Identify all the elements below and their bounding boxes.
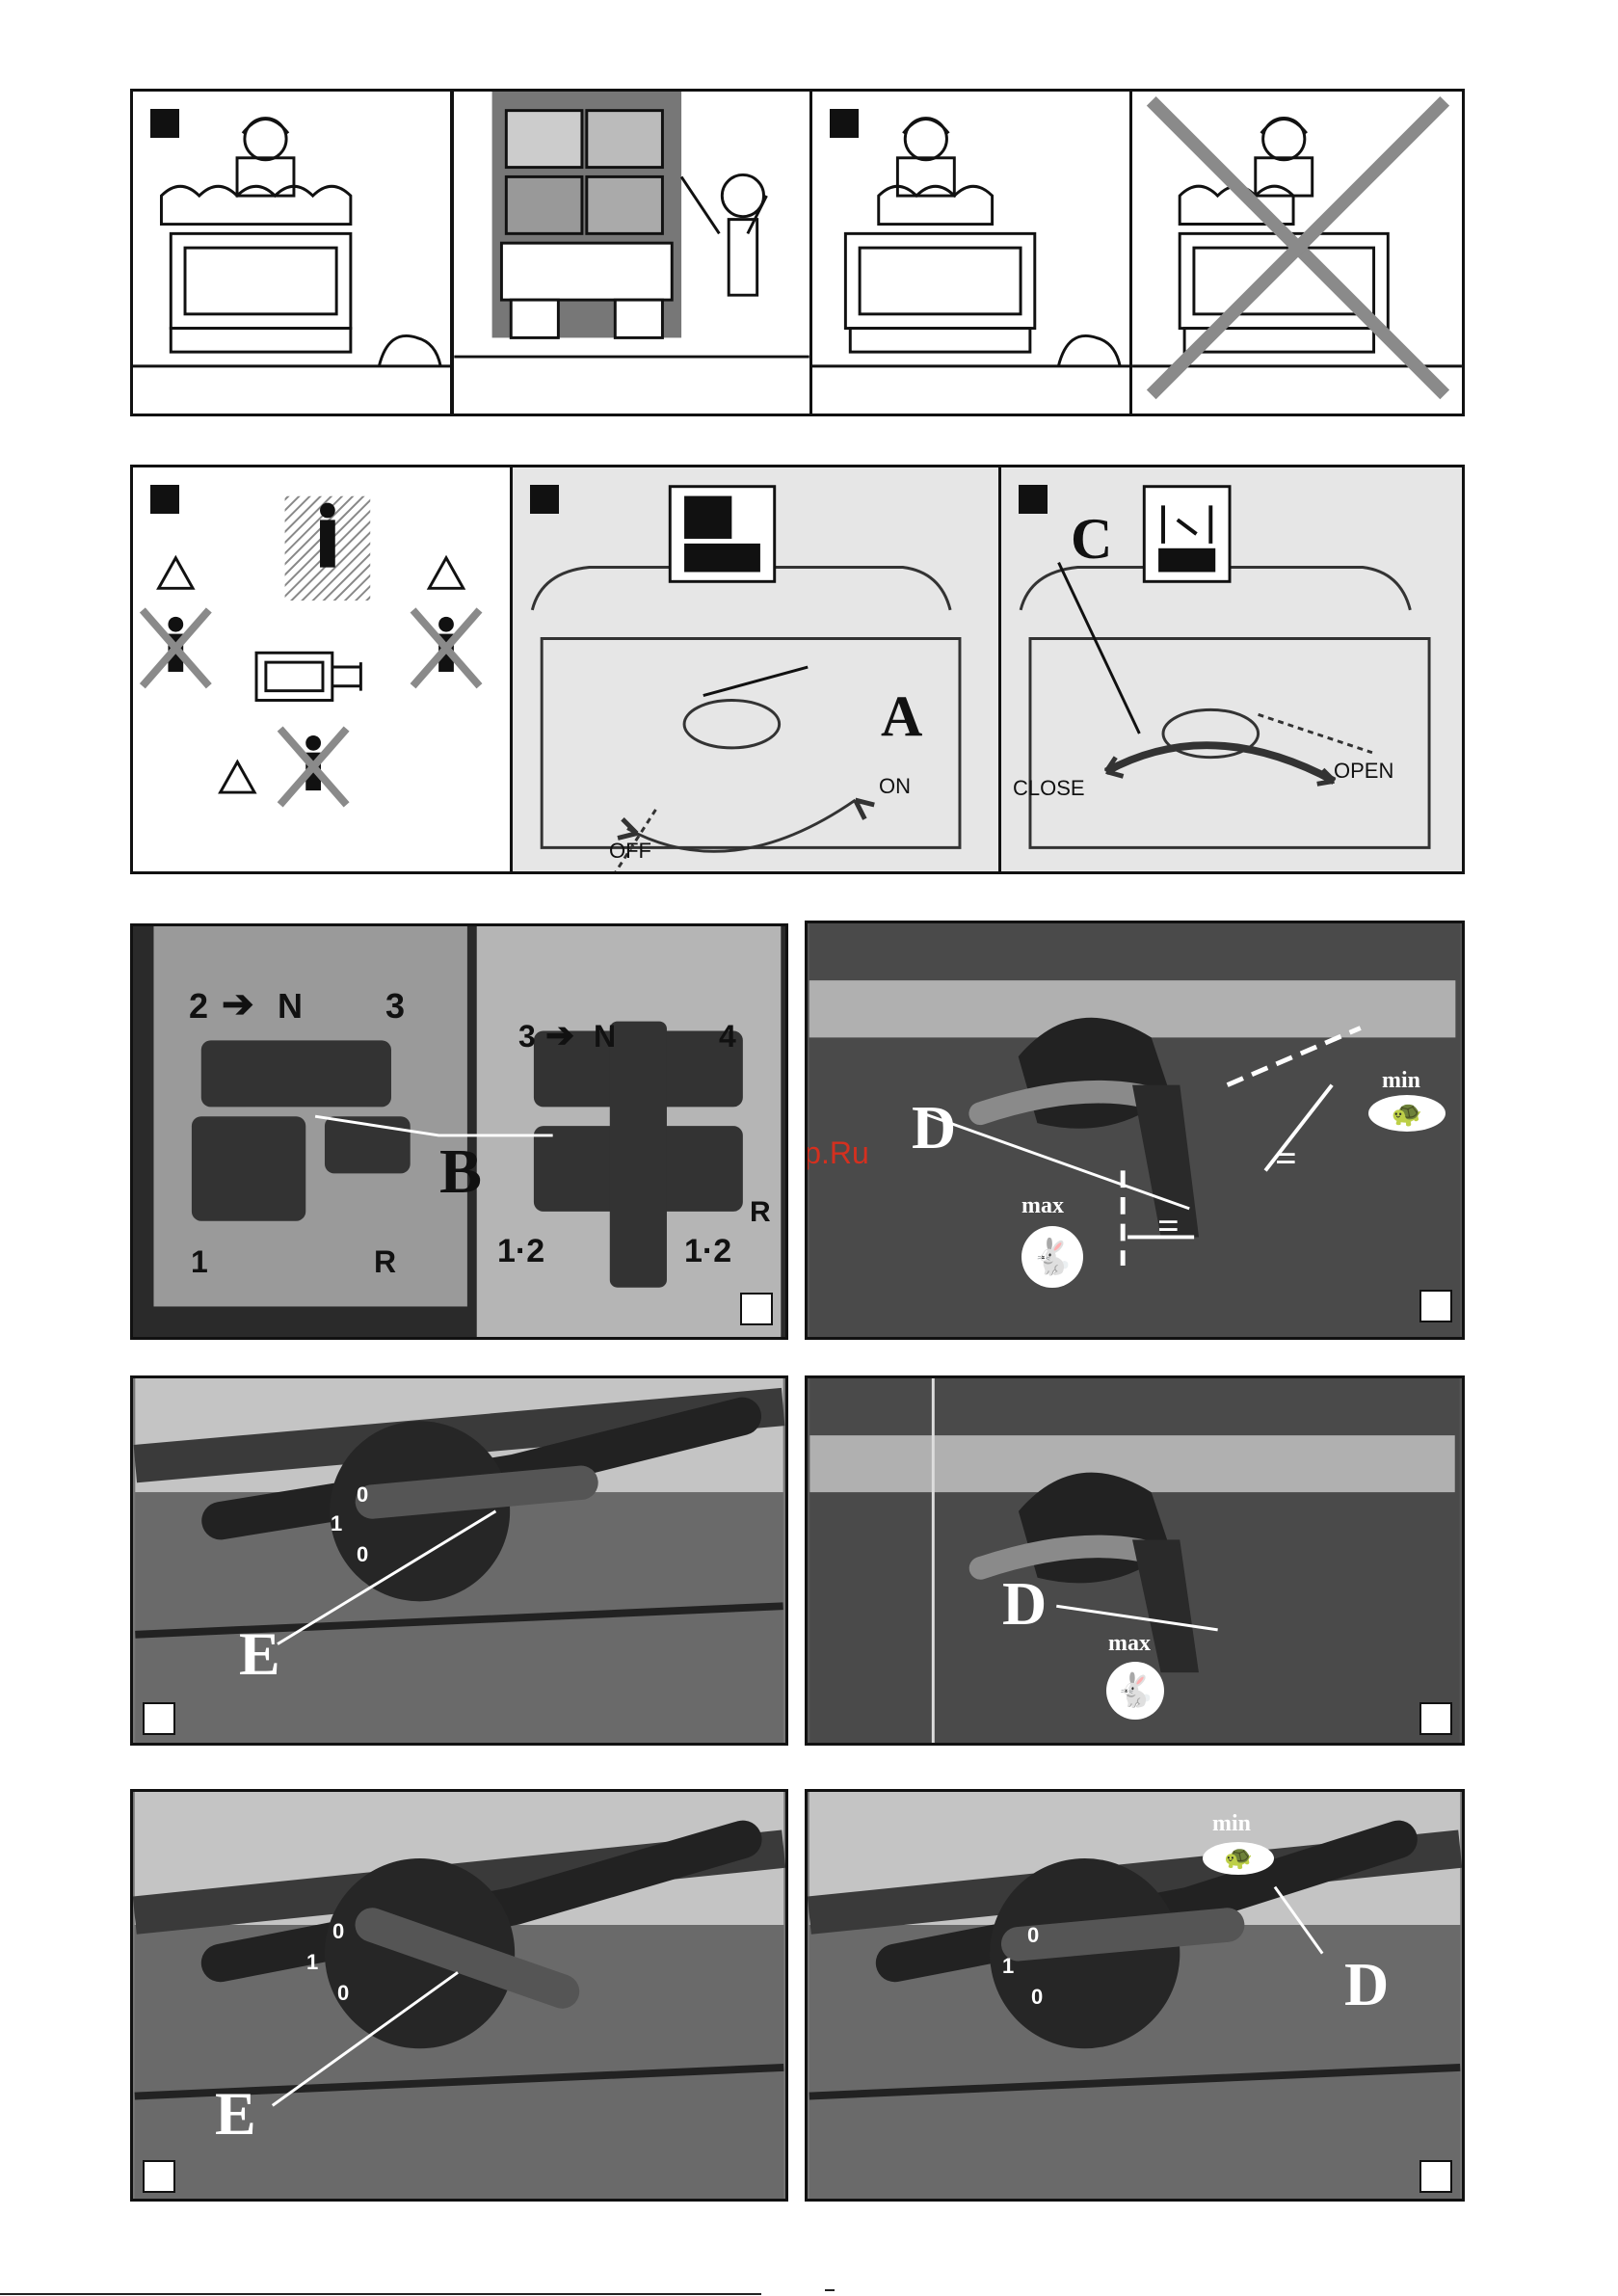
- fuel-valve-off-label: OFF: [609, 839, 651, 864]
- rabbit-icon: 🐇: [1106, 1662, 1164, 1720]
- gear-right-bottom-left: 1·2: [497, 1233, 544, 1270]
- gear-left-top-right: 3: [385, 986, 405, 1027]
- callout-b: B: [439, 1140, 482, 1204]
- safety-zone-panel: [130, 465, 513, 874]
- footer-mark: [825, 2289, 835, 2291]
- tractor-icon: [256, 653, 360, 700]
- dial-bottom-0: 0: [357, 1542, 368, 1567]
- step-marker: [740, 1293, 773, 1325]
- choke-panel: C CLOSE OPEN: [998, 465, 1465, 874]
- callout-d-min: D: [1344, 1954, 1389, 2016]
- throttle-max-panel: D max 🐇: [805, 1375, 1465, 1746]
- callout-c: C: [1071, 510, 1112, 568]
- throttle-max-label-2: max: [1108, 1631, 1151, 1657]
- callout-e-1: E: [239, 1623, 280, 1685]
- throttle-min-panel: 0 1 0 min 🐢 D: [805, 1789, 1465, 2202]
- choke-icon: [1144, 487, 1230, 582]
- callout-d-speed: D: [912, 1097, 956, 1159]
- worker-correct-load-illustration: [812, 92, 1129, 414]
- step-marker: [143, 2160, 175, 2193]
- dial-bottom-0: 0: [337, 1981, 349, 2006]
- dial-middle-1: 1: [306, 1950, 318, 1975]
- illustration-panel-2: [451, 89, 812, 416]
- gear-right-bottom-right: 1·2: [684, 1233, 731, 1270]
- dial-middle-1: 1: [331, 1511, 342, 1536]
- dial-top-0: 0: [332, 1919, 344, 1944]
- engine-switch-panel-1: 0 1 0 E: [130, 1375, 788, 1746]
- callout-a: A: [881, 687, 922, 745]
- callout-d-max: D: [1002, 1573, 1047, 1635]
- illustration-panel-1: [130, 89, 453, 416]
- illustration-panel-3: [809, 89, 1132, 416]
- throttle-min-label: min: [1382, 1068, 1420, 1094]
- overloaded-machine-illustration: [454, 92, 809, 414]
- throttle-min-label-2: min: [1212, 1811, 1251, 1837]
- equal-sign-lower: =: [1157, 1203, 1180, 1248]
- gear-left-top-n: N: [278, 986, 303, 1027]
- gear-left-bottom-right: R: [374, 1244, 396, 1280]
- dial-top-0: 0: [357, 1482, 368, 1508]
- step-marker: [143, 1702, 175, 1735]
- worker-loaded-machine-illustration: [133, 92, 450, 414]
- gear-right-top-left: 3: [518, 1019, 536, 1055]
- footer-rule: [0, 2293, 761, 2295]
- fuel-valve-panel: A ON OFF: [510, 465, 1001, 874]
- throttle-range-photo: [808, 923, 1462, 1337]
- gear-right-arrow-icon: ➔: [545, 1015, 574, 1055]
- callout-e-2: E: [215, 2083, 256, 2145]
- throttle-max-label: max: [1021, 1193, 1064, 1219]
- choke-open-label: OPEN: [1334, 759, 1393, 784]
- gear-left-arrow-icon: ➔: [222, 982, 254, 1027]
- step-marker: [1419, 2160, 1452, 2193]
- equal-sign-upper: =: [1275, 1135, 1297, 1181]
- engine-switch-photo-1: [133, 1378, 785, 1743]
- step-marker: [1419, 1290, 1452, 1322]
- fuel-valve-on-label: ON: [879, 774, 911, 799]
- gear-right-top-right: 4: [719, 1019, 736, 1055]
- turtle-icon: 🐢: [1368, 1095, 1446, 1132]
- dial-bottom-0: 0: [1031, 1985, 1043, 2010]
- dial-top-0: 0: [1027, 1923, 1039, 1948]
- watermark: McGrp.Ru: [805, 1135, 869, 1171]
- gear-selector-panel: 2 ➔ N 3 1 R 3 ➔ N 4 1·2 1·2 R B: [130, 923, 788, 1340]
- engine-switch-panel-2: 0 1 0 E: [130, 1789, 788, 2202]
- turtle-icon: 🐢: [1203, 1842, 1274, 1875]
- incorrect-load-illustration: [1132, 92, 1462, 414]
- step-marker: [1419, 1702, 1452, 1735]
- gear-left-bottom-left: 1: [191, 1244, 208, 1280]
- fuel-valve-drawing: [513, 467, 998, 871]
- fuel-pump-icon: [670, 487, 774, 582]
- throttle-range-panel: D min 🐢 max 🐇 = = McGrp.Ru: [805, 921, 1465, 1340]
- choke-close-label: CLOSE: [1013, 776, 1085, 801]
- gear-left-top-left: 2: [189, 986, 208, 1027]
- illustration-panel-4: [1129, 89, 1465, 416]
- dial-middle-1: 1: [1002, 1954, 1014, 1979]
- safety-zone-diagram: [133, 467, 510, 871]
- gear-right-top-n: N: [594, 1019, 616, 1055]
- rabbit-icon: 🐇: [1021, 1226, 1083, 1288]
- gear-right-reverse: R: [750, 1196, 771, 1229]
